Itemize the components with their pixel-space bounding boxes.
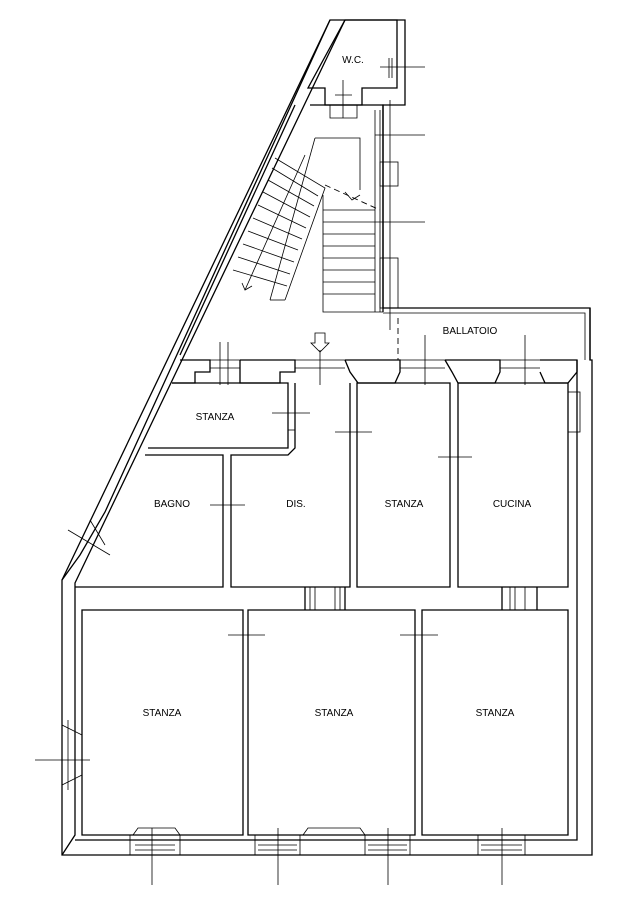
stair-core [179, 100, 425, 356]
room-dis [230, 383, 372, 588]
stair-treads-right [323, 209, 375, 295]
room-stanza-bottom-center [247, 609, 438, 836]
room-stanza-mid [356, 382, 472, 588]
label-wc: W.C. [342, 55, 364, 66]
label-stanza-mid: STANZA [385, 499, 424, 510]
room-bagno [67, 454, 245, 588]
ballatoio [383, 307, 590, 360]
upper-band-walls [172, 335, 578, 385]
label-stanza-small: STANZA [196, 412, 235, 423]
label-bagno: BAGNO [154, 499, 190, 510]
exterior-walls [61, 19, 593, 856]
stair-treads-left [232, 167, 319, 287]
label-stanza-bottom-left: STANZA [143, 708, 182, 719]
central-openings [304, 587, 538, 610]
label-stanza-bottom-right: STANZA [476, 708, 515, 719]
room-stanza-bottom-right [421, 609, 569, 836]
label-cucina: CUCINA [493, 499, 532, 510]
room-cucina [457, 382, 581, 588]
room-stanza-bottom-left [35, 609, 265, 836]
entrance-arrow-icon [310, 332, 330, 353]
label-dis: DIS. [286, 499, 305, 510]
wc-room [306, 19, 425, 119]
label-ballatoio: BALLATOIO [443, 326, 498, 337]
label-stanza-bottom-center: STANZA [315, 708, 354, 719]
bottom-windows [129, 827, 526, 885]
